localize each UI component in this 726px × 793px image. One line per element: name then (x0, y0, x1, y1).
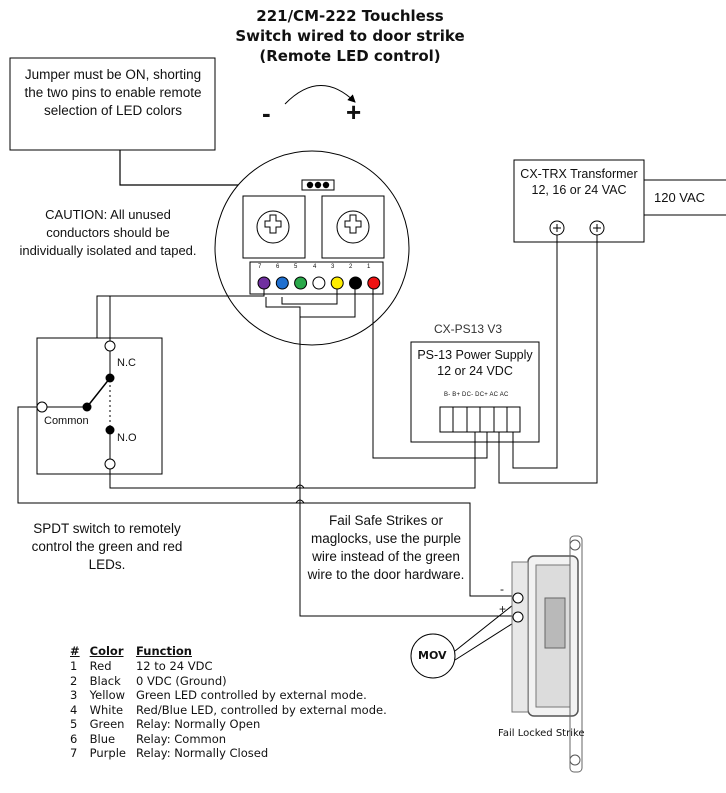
wire-function: Relay: Normally Closed (135, 746, 269, 760)
fail-safe-note: Fail Safe Strikes or maglocks, use the p… (307, 513, 465, 582)
caution-note: CAUTION: All unused conductors should be… (19, 207, 197, 258)
wire-function: Green LED controlled by external mode. (135, 688, 367, 702)
jumper-pin (306, 181, 314, 189)
wire-color: Black (89, 673, 121, 688)
wire-legend: # Color Function 1 Red 12 to 24 VDC 2 Black 0… (70, 643, 397, 761)
jumper-note-box (9, 57, 216, 151)
transformer-label: CX-TRX Transformer 12, 16 or 24 VAC (520, 167, 638, 197)
legend-row: 2 Black 0 VDC (Ground) (70, 674, 397, 689)
wire-number: 5 (70, 717, 78, 731)
transformer-box (513, 159, 645, 243)
wire-number: 4 (70, 702, 78, 717)
wire-color: Green (89, 717, 125, 731)
common-label: Common (44, 415, 89, 427)
terminal-number: 5 (294, 264, 298, 270)
spdt-caption: SPDT switch to remotely control the gree… (31, 521, 183, 572)
wire-color: White (89, 702, 124, 717)
title-line: Switch wired to door strike (235, 27, 465, 45)
wire-color: Blue (89, 731, 116, 746)
jumper-pin (322, 181, 330, 189)
spdt-switch-box (36, 337, 163, 475)
wire-number: 6 (70, 731, 78, 746)
strike-plus-label: + (499, 602, 507, 616)
wire-number: 3 (70, 688, 78, 702)
legend-header: Color (89, 644, 124, 658)
wire-function: 12 to 24 VDC (135, 659, 213, 673)
power-supply-model: CX-PS13 V3 (434, 322, 503, 336)
wire-function: 0 VDC (Ground) (135, 673, 227, 688)
legend-row: 7 Purple Relay: Normally Closed (70, 746, 397, 761)
wire-color: Purple (89, 746, 126, 760)
nc-label: N.C (117, 357, 136, 369)
mov-label: MOV (418, 649, 447, 662)
terminal-number: 7 (258, 264, 262, 270)
transformer-input-label: 120 VAC (654, 190, 706, 205)
wire-function: Relay: Common (135, 731, 227, 746)
jumper-note: Jumper must be ON, shorting the two pins… (24, 67, 202, 118)
legend-row: 4 White Red/Blue LED, controlled by extern… (70, 703, 397, 718)
wire-number: 2 (70, 673, 78, 688)
terminal-number: 3 (331, 264, 335, 270)
terminal-number: 1 (367, 264, 371, 270)
wire-color: Red (89, 659, 112, 673)
power-supply-terminals: B- B+ DC- DC+ AC AC (444, 392, 509, 398)
legend-row: 3 Yellow Green LED controlled by external … (70, 688, 397, 703)
legend-row: 6 Blue Relay: Common (70, 732, 397, 747)
wire-number: 7 (70, 746, 78, 760)
polarity-arc (284, 85, 356, 105)
door-strike-icon (511, 535, 583, 773)
wire-function: Red/Blue LED, controlled by external mod… (135, 702, 387, 717)
legend-row: 1 Red 12 to 24 VDC (70, 659, 397, 674)
terminal-number: 2 (349, 264, 353, 270)
legend-row: 5 Green Relay: Normally Open (70, 717, 397, 732)
no-contact (105, 425, 115, 435)
strike-minus-label: - (500, 582, 504, 596)
plus-sign: + (346, 97, 362, 127)
terminal-number: 4 (313, 264, 317, 270)
legend-header: # (70, 644, 80, 658)
terminal-number: 6 (276, 264, 280, 270)
wire-color: Yellow (89, 688, 126, 702)
title-line: 221/CM-222 Touchless (256, 7, 444, 25)
power-supply-label: PS-13 Power Supply 12 or 24 VDC (417, 348, 533, 378)
wire-number: 1 (70, 659, 78, 673)
mov-icon (410, 633, 456, 679)
jumper-pin (314, 181, 322, 189)
legend-table: # Color Function 1 Red 12 to 24 VDC 2 Black 0… (70, 643, 397, 761)
strike-caption: Fail Locked Strike (498, 728, 585, 739)
switch-terminal-block (249, 261, 384, 295)
diagram-title: 221/CM-222 Touchless Switch wired to doo… (200, 6, 500, 66)
legend-header: Function (135, 644, 192, 658)
screw-icon (256, 210, 290, 244)
wire-function: Relay: Normally Open (135, 717, 261, 731)
title-line: (Remote LED control) (259, 47, 441, 65)
minus-sign: - (262, 98, 271, 128)
screw-icon (336, 210, 370, 244)
no-label: N.O (117, 432, 137, 444)
